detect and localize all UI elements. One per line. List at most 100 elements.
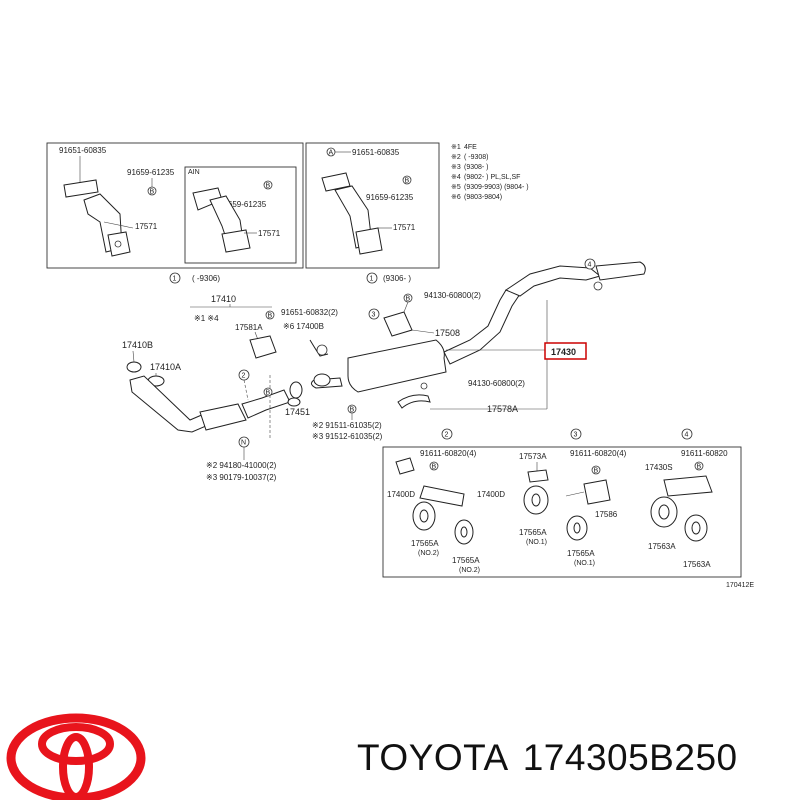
label-91512: ※3 91512-61035(2): [312, 432, 383, 441]
gasket-17451-icon: [287, 397, 301, 407]
figure-id: 170412E: [726, 582, 754, 589]
hanger-mount-icon: [355, 227, 383, 255]
tailpipe-tip-icon: [595, 261, 646, 281]
callout-3-icon: [368, 308, 380, 320]
inset-left-caption: ( -9306): [192, 274, 220, 283]
note-no1-b: (NO.1): [574, 560, 595, 567]
inset-left-label-91659: 91659-61235: [127, 168, 175, 177]
label-91511: ※2 91511-61035(2): [312, 421, 382, 430]
label-91651-60832: 91651-60832(2): [281, 308, 338, 317]
callout-b-icon: [591, 465, 601, 475]
label-17451: 17451: [285, 407, 310, 417]
callout-b-icon: [263, 387, 273, 397]
callout-b-icon: [147, 186, 157, 196]
callout-b-icon: [429, 461, 439, 471]
callout-4-icon: [681, 428, 693, 440]
highlight-box-17430[interactable]: [544, 342, 587, 360]
note-no2-a: (NO.2): [418, 550, 439, 557]
inset-right-label-91659: 91659-61235: [366, 193, 414, 202]
svg-text:B: B: [432, 464, 437, 471]
inset-left-tag: AIN: [188, 169, 200, 176]
toyota-logo-icon: [6, 713, 146, 803]
inset-left-label-91659-b: 91659-61235: [219, 200, 267, 209]
svg-text:B: B: [406, 296, 411, 303]
inset-left: 91651-60835 91659-61235 B 17571 AIN B 91…: [46, 142, 304, 284]
bolt-icon: [395, 457, 415, 475]
svg-text:B: B: [266, 183, 271, 190]
label-17410A: 17410A: [150, 362, 181, 372]
callout-b-icon: [263, 180, 273, 190]
inset-left-frame: [46, 142, 304, 269]
label-17565A-4: 17565A: [567, 549, 595, 558]
inset-left-sub-frame: [184, 166, 297, 264]
svg-text:B: B: [405, 178, 410, 185]
legend-text-2: ( -9308): [464, 154, 489, 161]
label-17400D-a: 17400D: [387, 490, 415, 499]
muffler-17430-icon: [347, 339, 447, 393]
bracket-17430S-icon: [663, 475, 713, 497]
note-no2-b: (NO.2): [459, 567, 480, 574]
main-assembly: 17410 ※1 ※4 17581A B 91651-60832(2) ※6 1…: [122, 258, 646, 482]
svg-text:B: B: [697, 464, 702, 471]
heat-shield-17578A-icon: [397, 394, 431, 409]
inset-left-label-17571-b: 17571: [258, 229, 281, 238]
label-17581A: 17581A: [235, 323, 263, 332]
label-94130-low: 94130-60800(2): [468, 379, 525, 388]
label-17586: 17586: [595, 510, 618, 519]
tailpipe-rear-icon: [504, 265, 602, 297]
inset-right-caption: (9306- ): [383, 274, 411, 283]
legend: ※1 4FE ※2 ( -9308) ※3 (9308- ) ※4 (9802-…: [451, 144, 529, 201]
part-number: 174305B250: [522, 737, 738, 778]
legend-text-4: (9802- ) PL,SL,SF: [464, 174, 520, 181]
legend-mark-3: ※3: [451, 164, 461, 171]
inset-left-label-91651: 91651-60835: [59, 146, 107, 155]
catalytic-converter-icon: [199, 403, 247, 431]
bottom-box-frame: [382, 446, 742, 578]
note-17410: ※1 ※4: [194, 314, 219, 323]
inset-right: 91651-60835 A 91659-61235 B 17571 1 (930…: [305, 142, 440, 284]
label-91611-b: 91611-60820(4): [570, 449, 627, 458]
legend-mark-2: ※2: [451, 154, 461, 161]
label-17410: 17410: [211, 294, 236, 304]
svg-text:3: 3: [574, 432, 578, 439]
label-17400D-b: 17400D: [477, 490, 505, 499]
legend-text-5: (9309-9903) (9804- ): [464, 184, 529, 191]
svg-text:B: B: [266, 390, 271, 397]
bracket-17573A-icon: [527, 469, 549, 483]
svg-text:B: B: [594, 468, 599, 475]
label-91611-c: 91611-60820: [681, 449, 728, 458]
svg-text:B: B: [268, 313, 273, 320]
front-pipe-icon: [129, 375, 207, 433]
callout-1-icon: [169, 272, 181, 284]
label-94130-top: 94130-60800(2): [424, 291, 481, 300]
hanger-clamp-rear-icon: [593, 281, 603, 291]
label-17565A-3: 17565A: [519, 528, 547, 537]
label-17430: 17430: [551, 347, 576, 357]
bracket-bottom-2-icon: [419, 485, 465, 507]
legend-mark-4: ※4: [451, 174, 461, 181]
label-90179: ※3 90179-10037(2): [206, 473, 277, 482]
footer-title: TOYOTA 174305B250: [357, 737, 797, 779]
label-17430S: 17430S: [645, 463, 673, 472]
label-91611-a: 91611-60820(4): [420, 449, 477, 458]
legend-mark-5: ※5: [451, 184, 461, 191]
svg-text:3: 3: [372, 312, 376, 319]
tailpipe-mid-icon: [443, 289, 521, 365]
bottom-hangers-box: 2 3 4 91611-60820(4) B 17400D 17400D 175…: [382, 428, 742, 578]
callout-b-icon: [402, 175, 412, 185]
bracket-17508-icon: [383, 311, 413, 337]
svg-text:1: 1: [173, 276, 177, 283]
svg-text:A: A: [329, 150, 334, 157]
callout-4-icon: [584, 258, 596, 270]
svg-text:2: 2: [242, 373, 246, 380]
inset-right-frame: [305, 142, 440, 269]
svg-text:4: 4: [685, 432, 689, 439]
label-17565A-1: 17565A: [411, 539, 439, 548]
brand-name: TOYOTA: [357, 737, 509, 778]
legend-text-6: (9803-9804): [464, 194, 502, 201]
muffler-inlet-flange-icon: [313, 373, 331, 387]
label-17563A-a: 17563A: [648, 542, 676, 551]
svg-text:1: 1: [370, 276, 374, 283]
